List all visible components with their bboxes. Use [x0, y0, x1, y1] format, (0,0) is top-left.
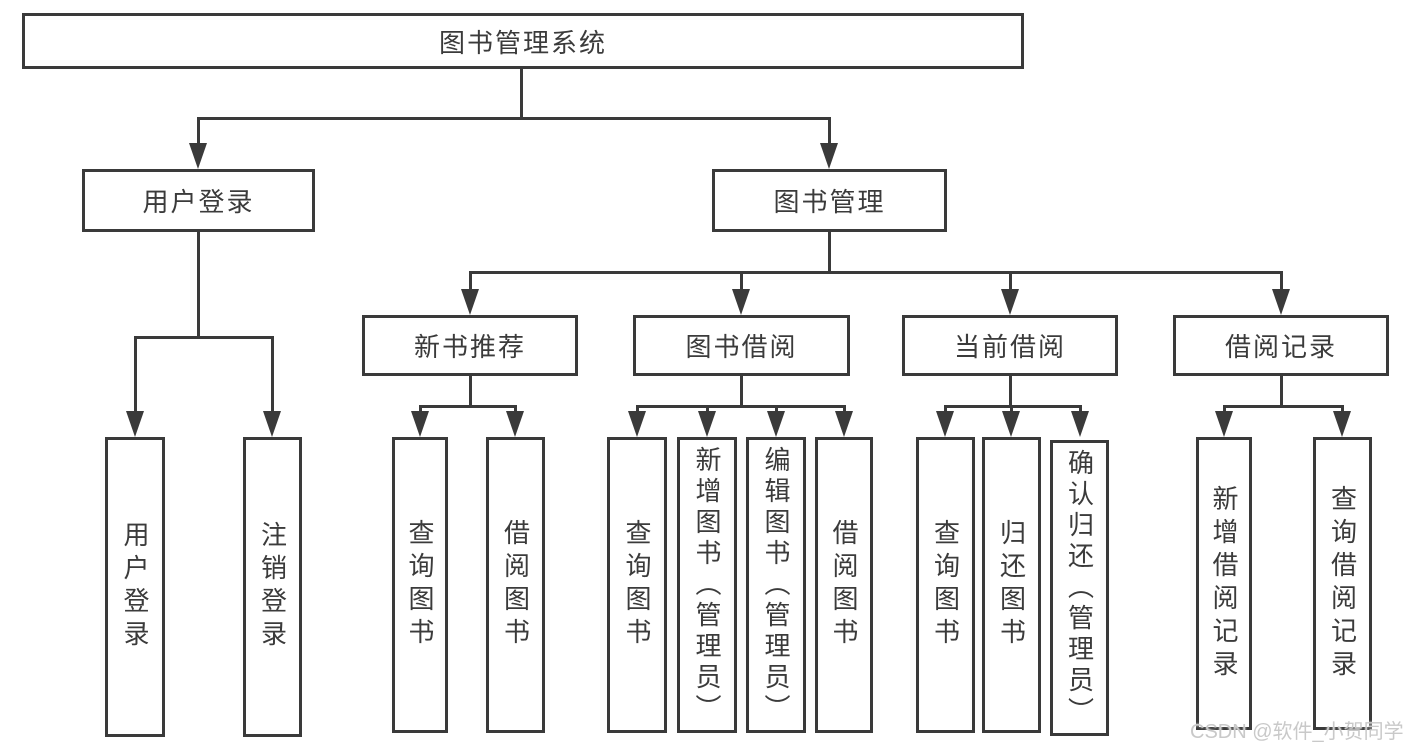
node-root-label: 图书管理系统 — [438, 27, 607, 58]
connector-line — [944, 405, 947, 414]
connector-line — [1341, 405, 1344, 414]
node-current-borrow: 当前借阅 — [902, 315, 1118, 376]
leaf-borrow-book-2: 借阅图书 — [815, 437, 873, 733]
arrow-down-icon — [411, 411, 429, 437]
leaf-user-login: 用户登录 — [105, 437, 165, 737]
leaf-query-book-1: 查询图书 — [392, 437, 448, 733]
leaf-query-record-label: 查询借阅记录 — [1327, 484, 1358, 683]
node-new-book-rec: 新书推荐 — [362, 315, 578, 376]
watermark: CSDN @软件_小贺同学 — [1190, 721, 1404, 743]
leaf-user-login-label: 用户登录 — [120, 521, 150, 653]
node-borrow-record-label: 借阅记录 — [1224, 332, 1337, 362]
connector-line — [843, 405, 846, 414]
connector-line — [636, 405, 639, 414]
leaf-add-book: 新增图书（管理员） — [677, 437, 737, 733]
arrow-down-icon — [189, 143, 207, 169]
node-user-login-label: 用户登录 — [142, 187, 255, 217]
connector-line — [197, 117, 200, 146]
arrow-down-icon — [1071, 411, 1089, 437]
leaf-edit-book-label: 编辑图书（管理员） — [761, 445, 791, 725]
node-user-login: 用户登录 — [82, 169, 315, 232]
leaf-confirm-return: 确认归还（管理员） — [1050, 440, 1109, 736]
connector-line — [514, 405, 517, 414]
connector-line — [775, 405, 778, 414]
arrow-down-icon — [767, 411, 785, 437]
connector-line — [1079, 405, 1082, 414]
leaf-edit-book: 编辑图书（管理员） — [746, 437, 806, 733]
node-current-borrow-label: 当前借阅 — [953, 332, 1066, 362]
arrow-down-icon — [936, 411, 954, 437]
leaf-return-book-label: 归还图书 — [996, 519, 1027, 651]
leaf-return-book: 归还图书 — [982, 437, 1041, 733]
arrow-down-icon — [263, 411, 281, 437]
arrow-down-icon — [835, 411, 853, 437]
connector-line — [419, 405, 517, 408]
arrow-down-icon — [126, 411, 144, 437]
leaf-query-book-1-label: 查询图书 — [405, 519, 435, 651]
connector-line — [197, 117, 831, 120]
leaf-logout: 注销登录 — [243, 437, 302, 737]
connector-line — [828, 232, 831, 271]
connector-line — [1009, 271, 1012, 292]
node-new-book-rec-label: 新书推荐 — [413, 332, 526, 362]
leaf-add-record-label: 新增借阅记录 — [1209, 484, 1239, 683]
leaf-borrow-book-1-label: 借阅图书 — [500, 519, 531, 651]
connector-line — [740, 376, 743, 405]
arrow-down-icon — [628, 411, 646, 437]
arrow-down-icon — [461, 289, 479, 315]
leaf-query-book-2-label: 查询图书 — [622, 519, 652, 651]
leaf-query-book-2: 查询图书 — [607, 437, 667, 733]
arrow-down-icon — [506, 411, 524, 437]
arrow-down-icon — [1215, 411, 1233, 437]
node-root: 图书管理系统 — [22, 13, 1024, 69]
connector-line — [134, 336, 137, 414]
connector-line — [469, 271, 472, 292]
node-book-borrow: 图书借阅 — [633, 315, 850, 376]
leaf-add-book-label: 新增图书（管理员） — [692, 445, 722, 725]
node-borrow-record: 借阅记录 — [1173, 315, 1389, 376]
leaf-borrow-book-1: 借阅图书 — [486, 437, 545, 733]
connector-line — [740, 271, 743, 292]
node-book-borrow-label: 图书借阅 — [685, 332, 798, 362]
connector-line — [706, 405, 709, 414]
connector-line — [1223, 405, 1226, 414]
leaf-logout-label: 注销登录 — [257, 521, 288, 653]
connector-line — [469, 271, 1283, 274]
leaf-borrow-book-2-label: 借阅图书 — [829, 519, 859, 651]
node-book-mgmt-label: 图书管理 — [773, 187, 886, 217]
connector-line — [636, 405, 846, 408]
connector-line — [828, 117, 831, 146]
connector-line — [944, 405, 1082, 408]
arrow-down-icon — [1272, 289, 1290, 315]
connector-line — [1009, 376, 1012, 405]
leaf-query-book-3-label: 查询图书 — [930, 519, 961, 651]
leaf-query-book-3: 查询图书 — [916, 437, 975, 733]
arrow-down-icon — [732, 289, 750, 315]
connector-line — [1010, 405, 1013, 414]
arrow-down-icon — [1001, 289, 1019, 315]
connector-line — [419, 405, 422, 414]
connector-line — [1223, 405, 1344, 408]
connector-line — [271, 336, 274, 414]
connector-line — [134, 336, 274, 339]
connector-line — [1280, 376, 1283, 405]
connector-line — [520, 69, 523, 117]
leaf-confirm-return-label: 确认归还（管理员） — [1064, 448, 1095, 728]
connector-line — [469, 376, 472, 405]
connector-line — [197, 232, 200, 336]
arrow-down-icon — [698, 411, 716, 437]
leaf-add-record: 新增借阅记录 — [1196, 437, 1252, 730]
node-book-mgmt: 图书管理 — [712, 169, 947, 232]
arrow-down-icon — [820, 143, 838, 169]
arrow-down-icon — [1002, 411, 1020, 437]
arrow-down-icon — [1333, 411, 1351, 437]
connector-line — [1280, 271, 1283, 292]
leaf-query-record: 查询借阅记录 — [1313, 437, 1372, 730]
